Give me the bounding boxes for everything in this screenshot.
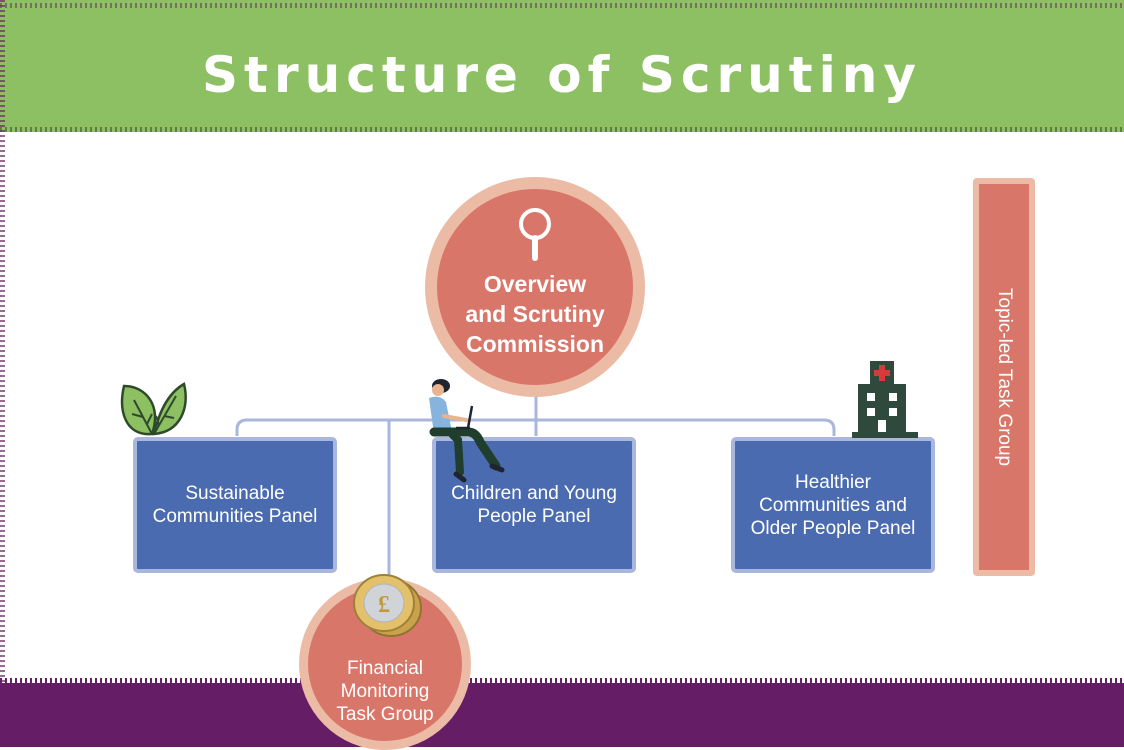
healthier-communities-panel: Healthier Communities and Older People P… xyxy=(731,437,935,573)
hospital-icon xyxy=(852,361,918,438)
commission-label: Overview and Scrutiny Commission xyxy=(437,269,633,359)
leaves-icon xyxy=(120,382,187,436)
commission-inner-circle: Overview and Scrutiny Commission xyxy=(437,189,633,385)
finance-line: Financial xyxy=(346,658,424,679)
finance-line: Task Group xyxy=(336,704,434,725)
left-stitch-border xyxy=(0,0,5,690)
children-young-people-panel: Children and Young People Panel xyxy=(432,437,636,573)
finance-line: Monitoring xyxy=(340,681,430,702)
sustainable-communities-panel: Sustainable Communities Panel xyxy=(133,437,337,573)
svg-text:£: £ xyxy=(378,592,390,618)
commission-line: Commission xyxy=(465,331,605,357)
topic-inner-bar: Topic-led Task Group xyxy=(979,184,1029,570)
person-with-laptop-icon xyxy=(429,379,505,483)
header-band xyxy=(0,0,1124,132)
panel-label: Sustainable Communities Panel xyxy=(152,483,318,527)
commission-line: and Scrutiny xyxy=(465,301,605,327)
pound-coins-icon: £ xyxy=(353,574,422,637)
panel-label: Healthier Communities and Older People P… xyxy=(750,471,916,539)
magnifier-icon xyxy=(519,208,551,261)
panel-label: Children and Young People Panel xyxy=(451,483,617,527)
overview-scrutiny-commission: Overview and Scrutiny Commission xyxy=(425,177,645,397)
topic-led-task-group: Topic-led Task Group xyxy=(973,178,1035,576)
footer-band xyxy=(0,678,1124,747)
topic-label: Topic-led Task Group xyxy=(994,287,1015,467)
page-title: Structure of Scrutiny xyxy=(202,46,922,104)
finance-label: Financial Monitoring Task Group xyxy=(308,657,462,726)
commission-line: Overview xyxy=(483,271,587,297)
